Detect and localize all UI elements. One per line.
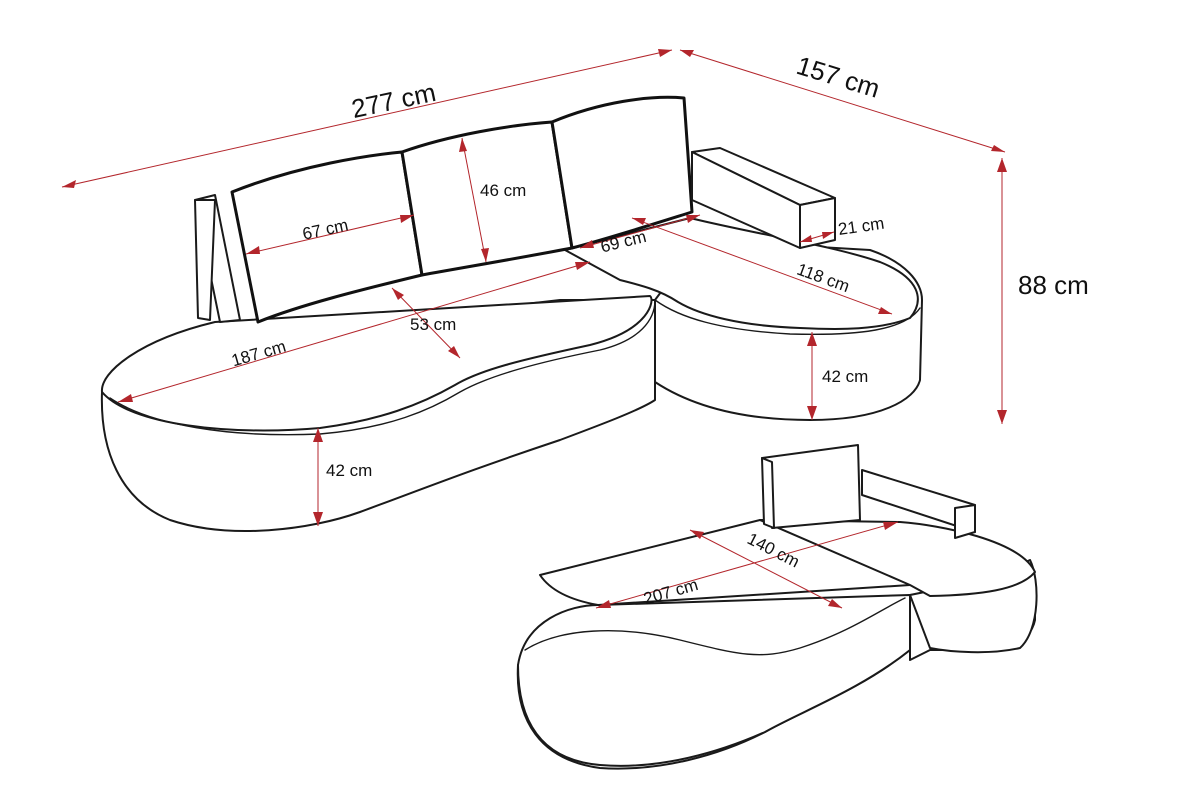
- dim-arrow: [246, 246, 260, 254]
- dim-arrow: [575, 262, 590, 270]
- label-total-length: 277 cm: [349, 77, 439, 124]
- bed-back-side: [761, 457, 775, 529]
- bed-surface-right: [759, 519, 1036, 597]
- dim-arrow: [991, 145, 1005, 152]
- bed-seat-front: [517, 594, 911, 767]
- dim-line-157: [679, 49, 1006, 153]
- label-cushion-height: 46 cm: [480, 181, 526, 200]
- dim-arrow: [690, 530, 704, 539]
- dim-arrow: [680, 50, 694, 57]
- bed-armrest-end: [954, 504, 976, 539]
- dim-line-46: [461, 137, 487, 263]
- dim-arrow: [807, 406, 817, 420]
- label-seat-depth: 53 cm: [410, 315, 456, 334]
- label-height: 88 cm: [1018, 270, 1089, 300]
- dim-arrow: [686, 215, 700, 223]
- dim-line-67: [245, 214, 415, 255]
- dim-arrow: [580, 240, 594, 248]
- dim-arrow: [596, 600, 611, 608]
- label-armrest-width: 21 cm: [837, 214, 885, 239]
- label-seat-height-right: 42 cm: [822, 367, 868, 386]
- back-cushion-right: [550, 95, 694, 250]
- dimension-lines: [61, 49, 1007, 609]
- sofa-seat-right-edge: [654, 299, 921, 336]
- dim-line-69: [579, 214, 701, 249]
- dim-arrow: [392, 288, 404, 300]
- dim-line-53: [391, 287, 461, 359]
- dim-arrow: [800, 235, 812, 242]
- dim-line-207: [595, 521, 899, 609]
- dim-arrow: [632, 218, 646, 225]
- dim-arrow: [62, 180, 76, 188]
- label-total-depth: 157 cm: [793, 50, 883, 104]
- dim-line-118: [631, 217, 893, 315]
- sofa-left-armrest-face: [194, 199, 216, 321]
- sofa-bed: [516, 444, 1038, 770]
- dim-arrow: [313, 512, 323, 526]
- dim-arrow: [822, 232, 834, 239]
- label-seat-height-left: 42 cm: [326, 461, 372, 480]
- dim-arrow: [400, 215, 414, 223]
- dim-arrow: [883, 522, 898, 530]
- dim-arrow: [481, 248, 489, 262]
- dim-arrow: [118, 394, 133, 402]
- dim-arrow: [658, 49, 672, 57]
- bed-seat-edge: [524, 597, 906, 656]
- sofa-seat-left: [100, 295, 653, 432]
- dim-arrow: [997, 410, 1007, 424]
- dim-line-277: [61, 49, 673, 188]
- dim-arrow: [459, 138, 467, 152]
- dim-line-140: [689, 529, 843, 609]
- dim-arrow: [448, 346, 460, 358]
- sofa-seat-left-edge: [109, 299, 656, 436]
- bed-back: [761, 444, 861, 529]
- dim-arrow: [313, 428, 323, 442]
- dim-arrow: [807, 332, 817, 346]
- dim-line-187: [117, 261, 591, 403]
- corner-sofa: [100, 95, 923, 533]
- dim-arrow: [828, 599, 842, 608]
- sofa-seat-right: [564, 217, 919, 330]
- dim-arrow: [878, 307, 892, 314]
- dim-arrow: [997, 158, 1007, 172]
